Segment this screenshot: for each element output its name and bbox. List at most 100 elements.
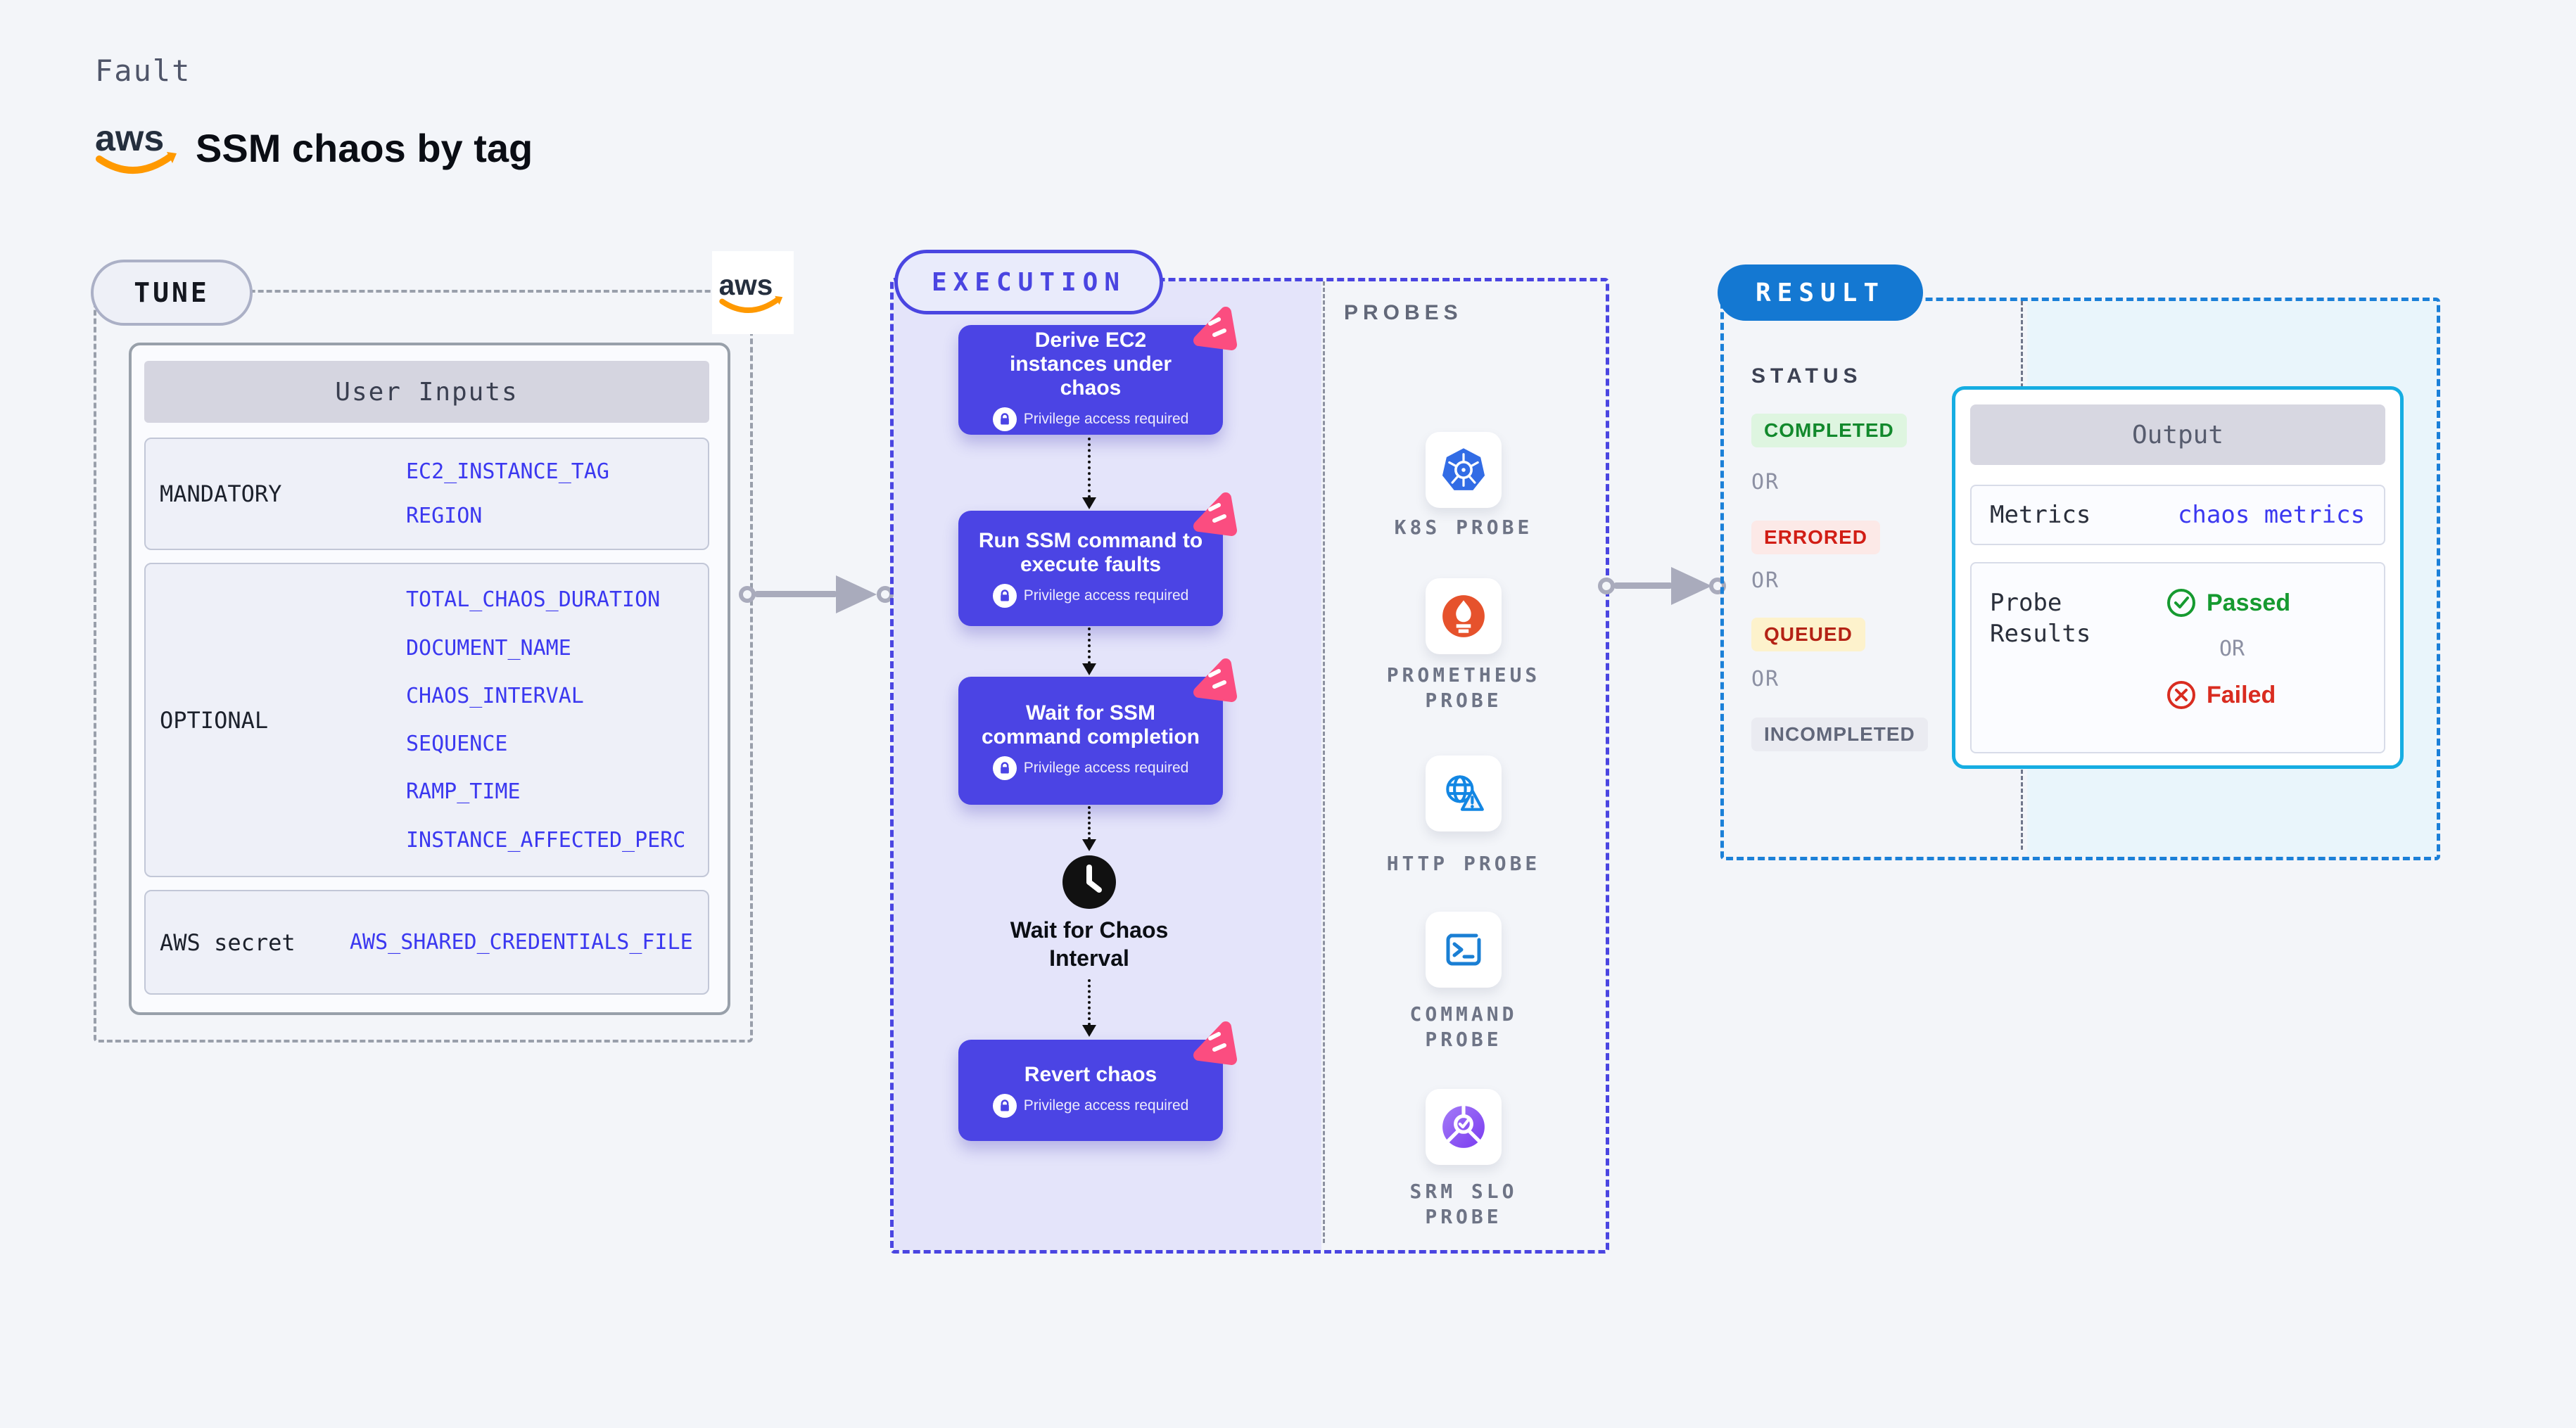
command-probe-label: COMMAND PROBE	[1409, 1002, 1518, 1052]
privilege-note: Privilege access required	[992, 756, 1189, 781]
aws-secret-values: AWS_SHARED_CREDENTIALS_FILE	[350, 891, 708, 993]
svg-text:aws: aws	[95, 118, 164, 159]
command-probe-card	[1426, 912, 1502, 988]
tune-container	[94, 290, 753, 1043]
probes-label: PROBES	[1344, 301, 1463, 324]
input-var: AWS_SHARED_CREDENTIALS_FILE	[350, 930, 693, 955]
chaos-icon	[1193, 1021, 1237, 1065]
or-label: OR	[1751, 568, 1780, 593]
flow-arrow	[1082, 438, 1096, 509]
step-derive-ec2: Derive EC2 instances under chaos Privile…	[958, 307, 1237, 435]
step-title: Run SSM command to execute faults	[978, 528, 1203, 576]
aws-secret-label: AWS secret	[160, 929, 296, 956]
flow-arrow	[1082, 627, 1096, 675]
flow-arrow	[1082, 979, 1096, 1037]
privilege-note: Privilege access required	[992, 407, 1189, 432]
step-title: Wait for SSM command completion	[981, 701, 1200, 748]
probe-results-values: Passed OR Failed	[2159, 587, 2384, 710]
srm-slo-icon	[1442, 1104, 1485, 1148]
optional-values: TOTAL_CHAOS_DURATION DOCUMENT_NAME CHAOS…	[406, 564, 708, 876]
input-var: INSTANCE_AFFECTED_PERC	[406, 827, 686, 853]
http-probe-label: HTTP PROBE	[1386, 852, 1541, 875]
srm-slo-probe-card	[1426, 1089, 1502, 1165]
k8s-probe-label: K8S PROBE	[1394, 516, 1533, 539]
or-label: OR	[1751, 667, 1780, 691]
kubernetes-icon	[1442, 448, 1485, 490]
failed-line: Failed	[2166, 680, 2384, 710]
tune-badge: TUNE	[91, 260, 253, 326]
page-title: SSM chaos by tag	[196, 126, 533, 170]
or-label: OR	[1751, 470, 1780, 495]
input-var: REGION	[406, 504, 483, 529]
user-inputs-header: User Inputs	[144, 361, 709, 423]
passed-text: Passed	[2207, 589, 2291, 616]
connector-arrowhead-icon	[1671, 567, 1712, 605]
or-label: OR	[2219, 637, 2245, 661]
step-title: Revert chaos	[1024, 1062, 1157, 1086]
connector-line	[754, 591, 837, 597]
mandatory-row: MANDATORY EC2_INSTANCE_TAG REGION	[144, 438, 709, 550]
metrics-label: Metrics	[1990, 500, 2091, 529]
execution-badge: EXECUTION	[894, 250, 1163, 314]
lock-icon	[992, 1094, 1017, 1118]
step-revert-chaos: Revert chaos Privilege access required	[958, 1021, 1237, 1141]
x-circle-icon	[2167, 681, 2195, 709]
chaos-icon	[1193, 492, 1237, 536]
globe-warning-icon	[1446, 775, 1484, 811]
lock-icon	[992, 407, 1017, 432]
chaos-icon	[1193, 307, 1237, 350]
probe-results-row: Probe Results Passed OR Failed	[1970, 562, 2385, 753]
aws-logo: aws	[95, 118, 177, 174]
aws-corner-logo: aws	[712, 251, 794, 334]
connector-arrowhead-icon	[836, 575, 877, 613]
mandatory-label: MANDATORY	[160, 480, 282, 507]
metrics-value: chaos metrics	[2177, 501, 2366, 529]
mandatory-values: EC2_INSTANCE_TAG REGION	[406, 439, 708, 549]
privilege-note: Privilege access required	[992, 584, 1188, 608]
output-header: Output	[1970, 404, 2385, 465]
input-var: TOTAL_CHAOS_DURATION	[406, 587, 661, 613]
prometheus-icon	[1442, 595, 1485, 637]
svg-text:aws: aws	[719, 269, 773, 301]
step-wait-ssm: Wait for SSM command completion Privileg…	[958, 658, 1237, 805]
status-badge-errored: ERRORED	[1751, 521, 1881, 554]
status-badge-incompleted: INCOMPLETED	[1751, 718, 1928, 751]
failed-text: Failed	[2207, 681, 2276, 708]
aws-logo: aws	[719, 269, 783, 313]
input-var: CHAOS_INTERVAL	[406, 683, 584, 708]
step-title: Derive EC2 instances under chaos	[1009, 328, 1172, 400]
metrics-row: Metrics chaos metrics	[1970, 485, 2385, 545]
wait-chaos-interval-label: Wait for Chaos Interval	[1010, 917, 1169, 971]
privilege-text: Privilege access required	[1023, 760, 1189, 777]
flow-arrow	[1082, 806, 1096, 851]
optional-label: OPTIONAL	[160, 706, 269, 734]
prometheus-probe-card	[1426, 578, 1502, 654]
passed-line: Passed	[2166, 587, 2384, 618]
input-var: SEQUENCE	[406, 732, 508, 757]
privilege-text: Privilege access required	[1023, 1097, 1189, 1114]
input-var: DOCUMENT_NAME	[406, 635, 571, 661]
srm-slo-probe-label: SRM SLO PROBE	[1409, 1180, 1518, 1229]
privilege-note: Privilege access required	[992, 1094, 1189, 1118]
lock-icon	[992, 584, 1017, 608]
clock-icon	[1062, 855, 1116, 909]
check-circle-icon	[2167, 589, 2195, 617]
input-var: RAMP_TIME	[406, 779, 521, 805]
connector-start-node	[739, 586, 756, 603]
connector-start-node	[1598, 578, 1615, 594]
status-badge-completed: COMPLETED	[1751, 414, 1907, 447]
fault-kicker: Fault	[95, 53, 191, 88]
result-badge: RESULT	[1718, 264, 1923, 321]
k8s-probe-card	[1426, 432, 1502, 508]
input-var: EC2_INSTANCE_TAG	[406, 459, 609, 484]
execution-probes-divider	[1323, 281, 1325, 1243]
aws-secret-row: AWS secret AWS_SHARED_CREDENTIALS_FILE	[144, 890, 709, 995]
terminal-icon	[1446, 933, 1481, 966]
privilege-text: Privilege access required	[1023, 411, 1189, 428]
lock-icon	[992, 756, 1017, 781]
optional-row: OPTIONAL TOTAL_CHAOS_DURATION DOCUMENT_N…	[144, 563, 709, 877]
http-probe-card	[1426, 756, 1502, 831]
connector-line	[1613, 582, 1673, 589]
probe-results-label: Probe Results	[1990, 589, 2091, 649]
